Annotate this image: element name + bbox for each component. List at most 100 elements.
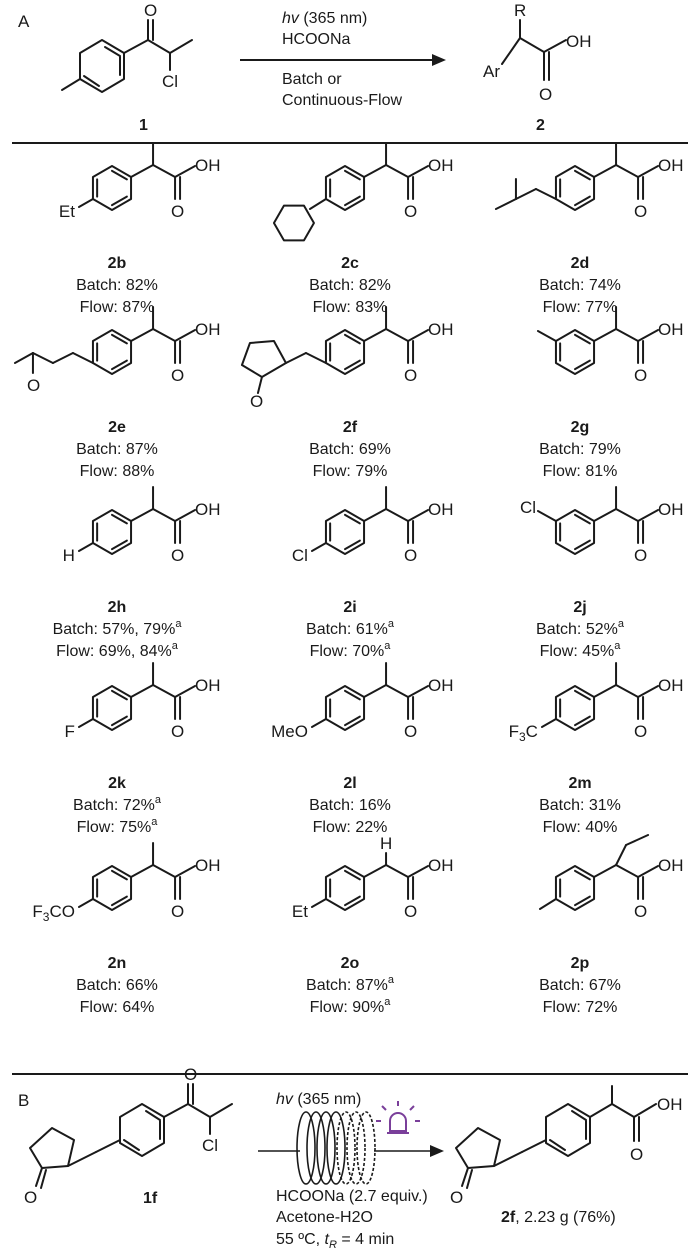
carboxyl-o: O	[634, 722, 647, 741]
product-2-oh: OH	[566, 32, 592, 51]
substituent-label: MeO	[271, 722, 308, 741]
benzene-ring	[324, 509, 366, 555]
benzene-ring	[91, 509, 133, 555]
benzene-ring	[554, 329, 596, 375]
batch-yield-2m: Batch: 31%	[539, 797, 621, 814]
panel-b-solvent: Acetone-H2O	[276, 1209, 373, 1226]
reactant-1-structure	[61, 19, 193, 93]
reactant-1f-structure	[29, 1083, 233, 1189]
carboxyl-o: O	[634, 546, 647, 565]
benzene-ring	[324, 685, 366, 731]
benzene-ring	[91, 329, 133, 375]
reactant-1f-carbonyl-o: O	[184, 1065, 197, 1084]
flow-yield-2b: Flow: 87%	[80, 299, 155, 316]
batch-yield-2b: Batch: 82%	[76, 277, 158, 294]
batch-yield-2e: Batch: 87%	[76, 441, 158, 458]
compound-label-2g: 2g	[571, 419, 590, 436]
carboxyl-o: O	[404, 902, 417, 921]
flow-yield-2j: Flow: 45%a	[540, 640, 622, 660]
product-2-structure	[501, 19, 567, 81]
compound-label-2d: 2d	[571, 255, 590, 272]
compound-label-2c: 2c	[341, 255, 359, 272]
flow-yield-2h: Flow: 69%, 84%a	[56, 640, 179, 660]
substituent-label: Et	[292, 902, 308, 921]
carboxyl-oh: OH	[658, 500, 684, 519]
flow-yield-2m: Flow: 40%	[543, 819, 618, 836]
ketone-o: O	[250, 392, 263, 411]
flow-coil	[258, 1111, 432, 1185]
carboxyl-oh: OH	[428, 500, 454, 519]
benzene-ring	[554, 165, 596, 211]
product-2f-ketone-o: O	[450, 1188, 463, 1207]
carboxyl-oh: OH	[658, 676, 684, 695]
flow-yield-2i: Flow: 70%a	[310, 640, 392, 660]
compound-label-2: 2	[536, 117, 545, 134]
compound-label-2l: 2l	[343, 775, 356, 792]
compound-label-2k: 2k	[108, 775, 126, 792]
carboxyl-o: O	[171, 902, 184, 921]
product-2f-oh: OH	[657, 1095, 683, 1114]
panel-a-reagent: HCOONa	[282, 31, 351, 48]
carboxyl-oh: OH	[428, 320, 454, 339]
panel-b-temp-time: 55 ºC, tR = 4 min	[276, 1231, 394, 1251]
flow-yield-2n: Flow: 64%	[80, 999, 155, 1016]
batch-yield-2l: Batch: 16%	[309, 797, 391, 814]
batch-yield-2o: Batch: 87%a	[306, 974, 395, 994]
substituent-label: F3C	[509, 722, 538, 744]
compound-label-2j: 2j	[573, 599, 586, 616]
batch-yield-2f: Batch: 69%	[309, 441, 391, 458]
substituent-label: Et	[59, 202, 75, 221]
product-2f-yield: 2f, 2.23 g (76%)	[501, 1209, 616, 1226]
flow-yield-2p: Flow: 72%	[543, 999, 618, 1016]
benzene-ring	[324, 865, 366, 911]
panel-a-label: A	[18, 12, 30, 31]
carboxyl-o: O	[404, 722, 417, 741]
compound-label-1: 1	[139, 117, 148, 134]
benzene-ring	[324, 165, 366, 211]
batch-yield-2h: Batch: 57%, 79%a	[53, 618, 183, 638]
flow-yield-2f: Flow: 79%	[313, 463, 388, 480]
flow-yield-2d: Flow: 77%	[543, 299, 618, 316]
compound-label-2b: 2b	[108, 255, 127, 272]
compound-label-2p: 2p	[571, 955, 590, 972]
carboxyl-oh: OH	[658, 856, 684, 875]
panel-b-label: B	[18, 1091, 29, 1110]
carboxyl-oh: OH	[195, 676, 221, 695]
benzene-ring	[554, 685, 596, 731]
product-2f-structure	[455, 1085, 657, 1189]
panel-b-light: hv (365 nm)	[276, 1091, 361, 1108]
batch-yield-2n: Batch: 66%	[76, 977, 158, 994]
compound-label-2h: 2h	[108, 599, 127, 616]
carboxyl-o: O	[171, 366, 184, 385]
flow-yield-2k: Flow: 75%a	[77, 816, 159, 836]
batch-yield-2p: Batch: 67%	[539, 977, 621, 994]
carboxyl-oh: OH	[658, 320, 684, 339]
compound-label-1f: 1f	[143, 1190, 158, 1207]
lamp-icon	[376, 1101, 420, 1134]
carboxyl-o: O	[404, 546, 417, 565]
panel-a-mode-2: Continuous-Flow	[282, 92, 403, 109]
carboxyl-oh: OH	[195, 156, 221, 175]
carboxyl-o: O	[404, 202, 417, 221]
benzene-ring	[91, 685, 133, 731]
alpha-h: H	[380, 834, 392, 853]
product-2-ar: Ar	[483, 62, 500, 81]
flow-yield-2g: Flow: 81%	[543, 463, 618, 480]
batch-yield-2j: Batch: 52%a	[536, 618, 625, 638]
carboxyl-oh: OH	[428, 156, 454, 175]
carboxyl-o: O	[171, 546, 184, 565]
reactant-1-carbonyl-o: O	[144, 1, 157, 20]
carboxyl-o: O	[171, 722, 184, 741]
substituent-label: Cl	[292, 546, 308, 565]
carboxyl-o: O	[634, 202, 647, 221]
